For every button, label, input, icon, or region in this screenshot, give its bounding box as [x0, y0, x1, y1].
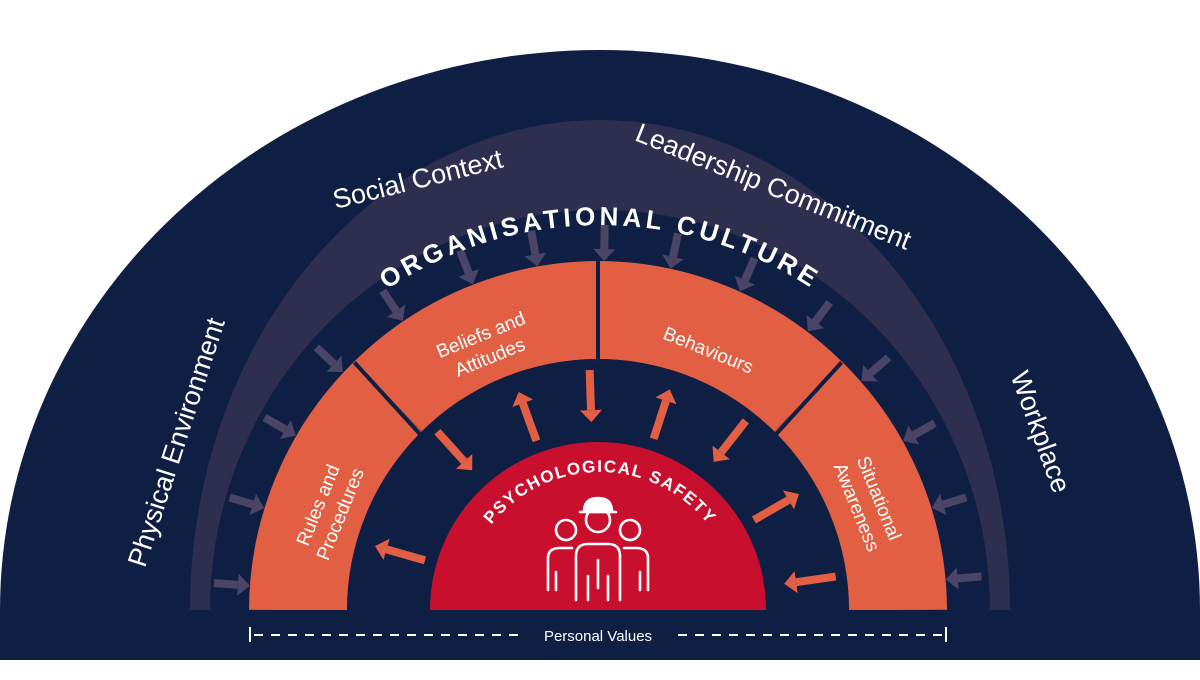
inward-arrow — [806, 300, 833, 332]
inward-arrow — [262, 414, 296, 439]
orange-arrow — [649, 389, 677, 441]
segment-situational-awareness — [773, 362, 947, 612]
inward-arrow — [734, 256, 759, 292]
base-band — [0, 610, 1200, 660]
segment-beliefs-attitudes — [353, 261, 600, 433]
inward-arrow — [456, 249, 479, 285]
label-personal-values: Personal Values — [544, 628, 652, 645]
orange-arrow — [375, 538, 427, 565]
center-disc — [430, 442, 766, 610]
inward-arrow — [213, 573, 250, 596]
inward-arrow — [662, 232, 684, 269]
inward-arrow — [379, 288, 406, 321]
segments-ring — [249, 260, 947, 612]
segment-divider — [352, 361, 431, 446]
inward-arrow — [945, 567, 982, 590]
orange-arrow — [512, 392, 541, 443]
people-group-hardhat-icon — [546, 496, 650, 602]
orange-arrow — [712, 418, 749, 462]
inward-arrows — [213, 224, 982, 596]
inward-arrow — [228, 493, 265, 515]
inward-arrow — [931, 493, 968, 515]
orange-arrow — [784, 571, 837, 594]
segment-behaviours — [596, 261, 843, 433]
orange-arrow — [580, 370, 602, 423]
orange-arrows — [375, 370, 837, 594]
inward-arrow — [313, 344, 343, 372]
inward-arrow — [524, 230, 547, 267]
orange-arrow — [434, 428, 473, 471]
inward-arrow — [903, 419, 937, 445]
orange-arrow — [751, 490, 799, 524]
segment-rules-procedures — [249, 362, 423, 612]
inward-arrow — [593, 224, 616, 262]
inward-arrow — [861, 354, 892, 382]
segment-divider — [765, 361, 844, 446]
personal-values-line — [249, 627, 947, 642]
